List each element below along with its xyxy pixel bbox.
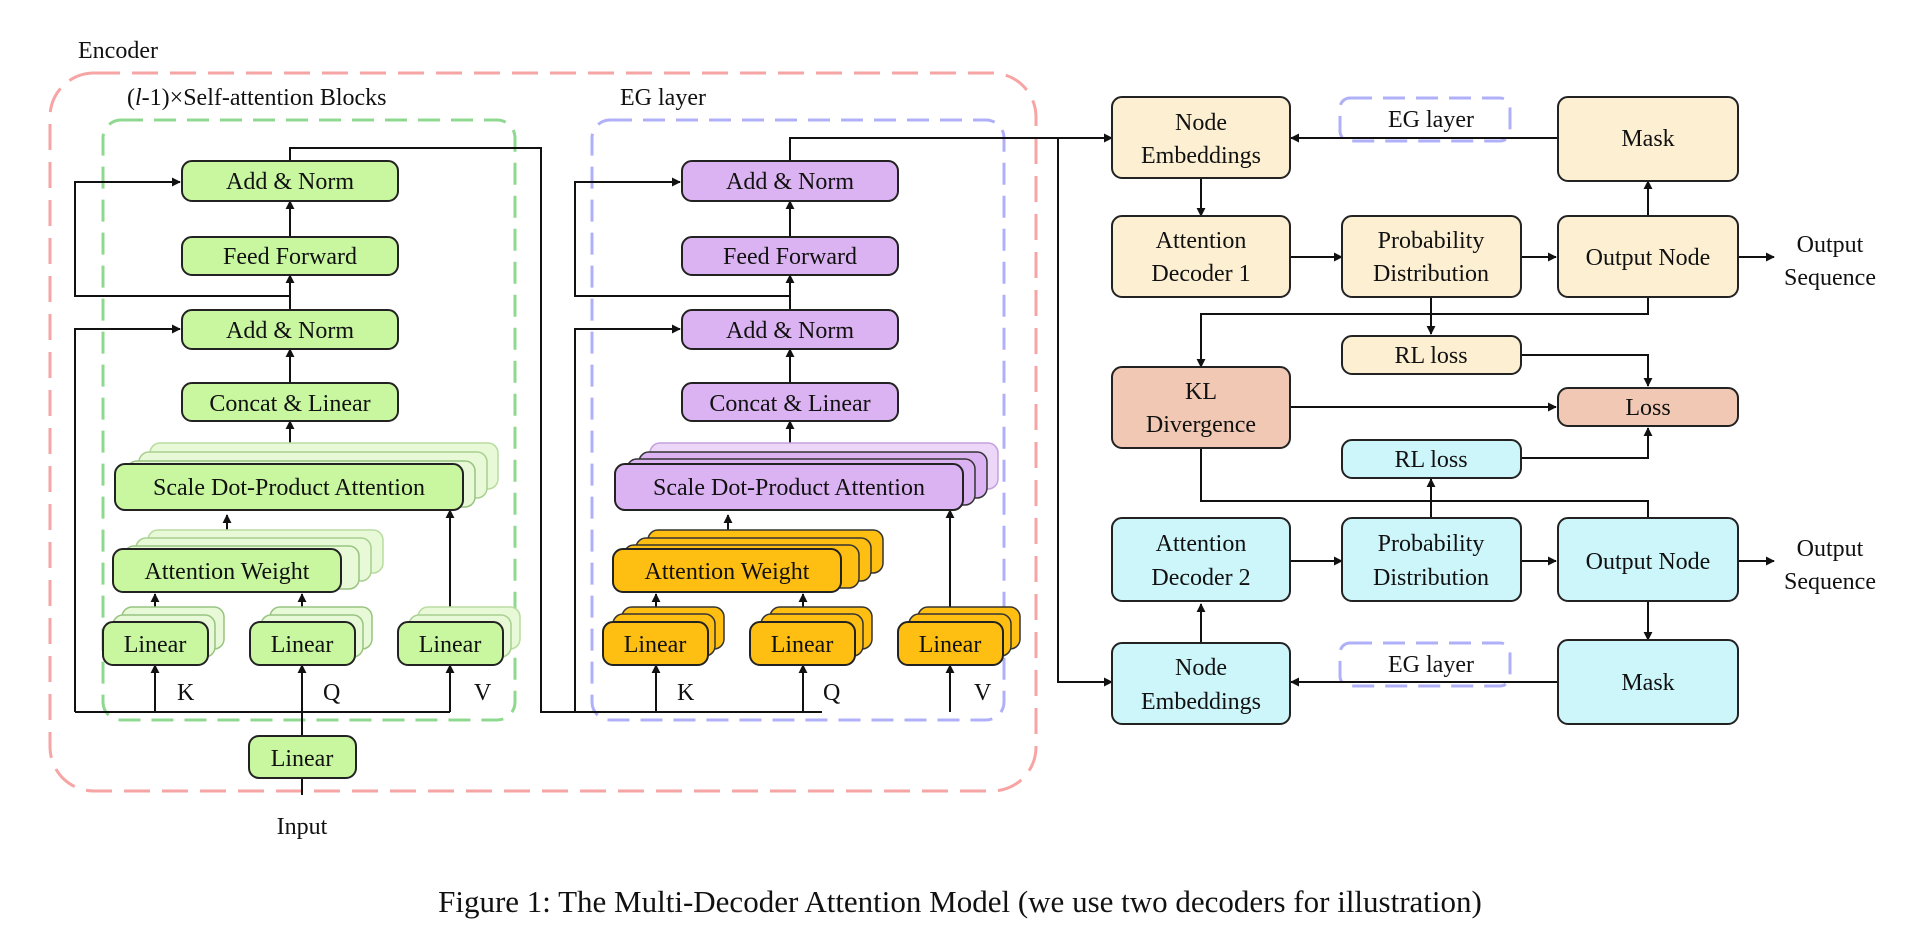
feed-forward-label: Feed Forward	[223, 244, 357, 270]
d2-prob-dist-line2: Distribution	[1373, 565, 1489, 591]
d2-mask-label: Mask	[1621, 670, 1674, 696]
d1-output-sequence-line1: Output	[1797, 232, 1864, 258]
d1-output-node-label: Output Node	[1586, 245, 1711, 271]
d1-attention-decoder-line1: Attention	[1156, 228, 1247, 254]
encoder-border	[48, 71, 1038, 793]
d1-prob-dist-line2: Distribution	[1373, 261, 1489, 287]
d1-prob-dist-line1: Probability	[1378, 228, 1485, 254]
eg-concat-linear	[681, 382, 899, 422]
add-norm-top	[181, 160, 399, 202]
eg-add-norm-top	[681, 160, 899, 202]
encoder-eg-layer: Add & Norm Feed Forward Add & Norm Conca…	[602, 160, 1021, 706]
d1-node-embeddings	[1111, 96, 1291, 179]
self-attention-blocks: Add & Norm Feed Forward Add & Norm Conca…	[102, 160, 521, 706]
d1-node-embeddings-line1: Node	[1175, 110, 1227, 136]
q-label: Q	[323, 680, 340, 706]
eg-linear-q	[749, 621, 856, 666]
linear-v	[397, 621, 504, 666]
d1-rl-loss	[1341, 335, 1522, 375]
d2-node-embeddings-line1: Node	[1175, 655, 1227, 681]
d2-prob-dist-line1: Probability	[1378, 531, 1485, 557]
attention-weight-label: Attention Weight	[145, 559, 310, 585]
d1-probability-distribution	[1341, 215, 1522, 298]
d2-output-node-label: Output Node	[1586, 549, 1711, 575]
eg-feed-forward-label: Feed Forward	[723, 244, 857, 270]
linear-k-label: Linear	[124, 632, 187, 658]
d1-eg-layer-label: EG layer	[1388, 107, 1474, 133]
eg-scale-dot-product-attention	[614, 463, 964, 511]
scale-dot-product-attention	[114, 463, 464, 511]
d1-attention-decoder	[1111, 215, 1291, 298]
loss	[1557, 387, 1739, 427]
eg-scale-dot-label: Scale Dot-Product Attention	[653, 475, 925, 501]
d2-mask	[1557, 639, 1739, 725]
d1-node-embeddings-line2: Embeddings	[1141, 143, 1261, 169]
concat-linear	[181, 382, 399, 422]
d1-rl-loss-label: RL loss	[1394, 343, 1467, 369]
d2-node-embeddings	[1111, 642, 1291, 725]
d2-node-embeddings-line2: Embeddings	[1141, 689, 1261, 715]
d1-output-sequence-line2: Sequence	[1784, 265, 1876, 291]
kl-divergence-line1: KL	[1185, 379, 1217, 405]
attention-weight	[112, 548, 342, 593]
eg-feed-forward	[681, 236, 899, 276]
eg-add-norm-mid	[681, 309, 899, 350]
eg-k-label: K	[677, 680, 695, 706]
self-attention-blocks-title: (l-1)×Self-attention Blocks	[127, 85, 387, 111]
d1-output-node	[1557, 215, 1739, 298]
eg-add-norm-top-label: Add & Norm	[726, 169, 854, 195]
d1-mask	[1557, 96, 1739, 182]
decoder2-eg-layer-border	[1338, 641, 1512, 688]
decoder-2: RL loss Attention Decoder 2 Probability …	[1111, 439, 1876, 725]
d2-output-sequence-line1: Output	[1797, 536, 1864, 562]
encoder-eg-layer-title: EG layer	[620, 85, 706, 111]
k-label: K	[177, 680, 195, 706]
linear-q-label: Linear	[271, 632, 334, 658]
eg-v-label: V	[974, 680, 992, 706]
eg-linear-v-label: Linear	[919, 632, 982, 658]
linear-v-label: Linear	[419, 632, 482, 658]
d2-attention-decoder-line2: Decoder 2	[1151, 565, 1250, 591]
d2-attention-decoder	[1111, 517, 1291, 602]
d1-attention-decoder-line2: Decoder 1	[1151, 261, 1250, 287]
eg-attention-weight-label: Attention Weight	[645, 559, 810, 585]
d2-eg-layer-label: EG layer	[1388, 652, 1474, 678]
eg-linear-k	[602, 621, 709, 666]
eg-q-label: Q	[823, 680, 840, 706]
concat-linear-label: Concat & Linear	[209, 391, 370, 417]
d1-mask-label: Mask	[1621, 126, 1674, 152]
figure-caption: Figure 1: The Multi-Decoder Attention Mo…	[438, 884, 1482, 919]
eg-concat-linear-label: Concat & Linear	[709, 391, 870, 417]
add-norm-top-label: Add & Norm	[226, 169, 354, 195]
eg-linear-q-label: Linear	[771, 632, 834, 658]
d2-attention-decoder-line1: Attention	[1156, 531, 1247, 557]
eg-linear-v	[897, 621, 1004, 666]
encoder-title: Encoder	[78, 38, 158, 64]
eg-attention-weight	[612, 548, 842, 593]
linear-k	[102, 621, 209, 666]
decoder-1: Node Embeddings EG layer Mask Attention …	[1111, 96, 1876, 375]
loss-label: Loss	[1625, 395, 1670, 421]
add-norm-mid	[181, 309, 399, 350]
d2-probability-distribution	[1341, 517, 1522, 602]
feed-forward	[181, 236, 399, 276]
input-linear	[248, 735, 357, 779]
input-label: Input	[277, 814, 328, 840]
decoder1-eg-layer-border	[1338, 96, 1512, 143]
d2-output-sequence-line2: Sequence	[1784, 569, 1876, 595]
d2-rl-loss	[1341, 439, 1522, 479]
eg-add-norm-mid-label: Add & Norm	[726, 318, 854, 344]
scale-dot-label: Scale Dot-Product Attention	[153, 475, 425, 501]
v-label: V	[474, 680, 492, 706]
eg-linear-k-label: Linear	[624, 632, 687, 658]
input-linear-label: Linear	[271, 746, 334, 772]
kl-divergence-line2: Divergence	[1146, 412, 1256, 438]
d2-rl-loss-label: RL loss	[1394, 447, 1467, 473]
linear-q	[249, 621, 356, 666]
d2-output-node	[1557, 517, 1739, 602]
add-norm-mid-label: Add & Norm	[226, 318, 354, 344]
kl-divergence	[1111, 366, 1291, 449]
